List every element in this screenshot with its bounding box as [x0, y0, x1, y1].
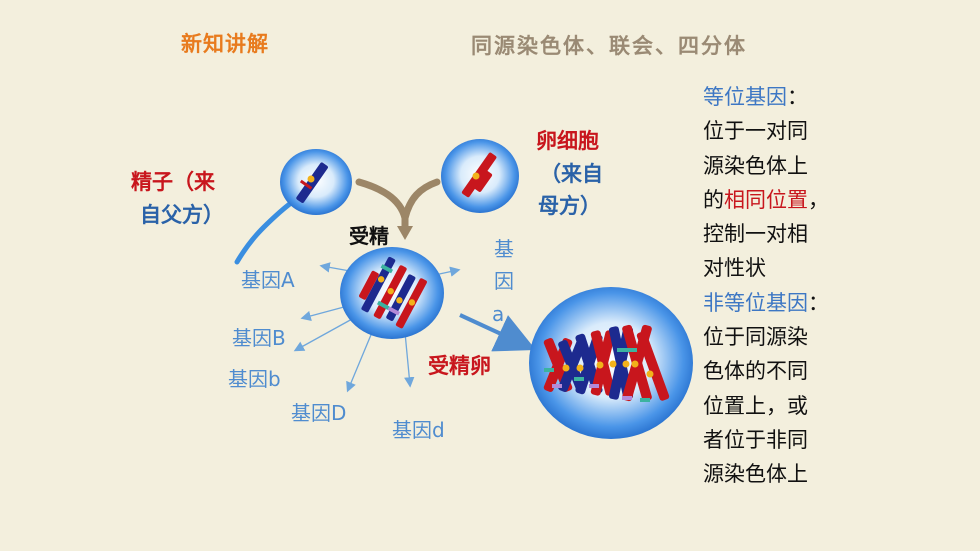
sperm-label-line2: 自父方） [140, 202, 224, 227]
egg-label-line1: 卵细胞 [536, 128, 599, 153]
nonallele-line-3: 位置上，或 [703, 393, 808, 418]
allele-line-3-post: ， [808, 187, 829, 212]
nonallele-colon: ： [808, 290, 829, 315]
allele-colon: ： [787, 85, 808, 109]
allele-heading: 等位基因： [703, 80, 829, 114]
fertilization-arrow [355, 178, 441, 240]
nonallele-line-1: 位于同源染 [703, 325, 808, 350]
sperm-tail [234, 195, 301, 265]
zygote-cell [340, 247, 444, 339]
gene-D-label: 基因D [291, 401, 347, 425]
sperm-label-line1: 精子（来 [131, 169, 215, 194]
gene-markers [544, 348, 654, 402]
nonallele-heading: 非等位基因： [703, 286, 829, 320]
gene-a-label-line2: 因 [494, 269, 514, 293]
allele-line-2: 源染色体上 [703, 153, 808, 178]
allele-line-3-highlight: 相同位置 [724, 187, 808, 212]
allele-term: 等位基因 [703, 85, 787, 109]
nonallele-term: 非等位基因 [703, 290, 808, 315]
definitions-panel: 等位基因： 位于一对同 源染色体上 的相同位置， 控制一对相 对性状 非等位基因… [703, 80, 829, 492]
egg-cell [441, 139, 519, 213]
fertilization-label: 受精 [349, 224, 389, 248]
gene-a-label-line3: a [492, 302, 505, 326]
gene-a-label-line1: 基 [494, 237, 514, 261]
to-division-arrow [459, 313, 536, 352]
allele-line-4: 控制一对相 [703, 222, 808, 247]
gene-A-label: 基因A [241, 268, 295, 292]
allele-line-3: 的相同位置， [703, 183, 829, 217]
egg-label-line3: 母方） [538, 193, 601, 218]
zygote-label: 受精卵 [428, 353, 491, 378]
tetrad-cell [529, 287, 693, 439]
allele-line-5: 对性状 [703, 256, 766, 281]
sperm-cell [280, 149, 352, 215]
topic-title: 同源染色体、联会、四分体 [471, 33, 747, 58]
nonallele-line-2: 色体的不同 [703, 359, 808, 384]
gene-d-label: 基因d [392, 418, 445, 442]
allele-line-1: 位于一对同 [703, 119, 808, 144]
gene-B-label: 基因B [232, 326, 286, 350]
allele-line-3-pre: 的 [703, 187, 724, 212]
egg-label-line2: （来自 [540, 161, 603, 186]
nonallele-line-5: 源染色体上 [703, 462, 808, 487]
nonallele-line-4: 者位于非同 [703, 427, 808, 452]
gene-b-label: 基因b [228, 367, 281, 391]
section-label: 新知讲解 [181, 31, 269, 56]
